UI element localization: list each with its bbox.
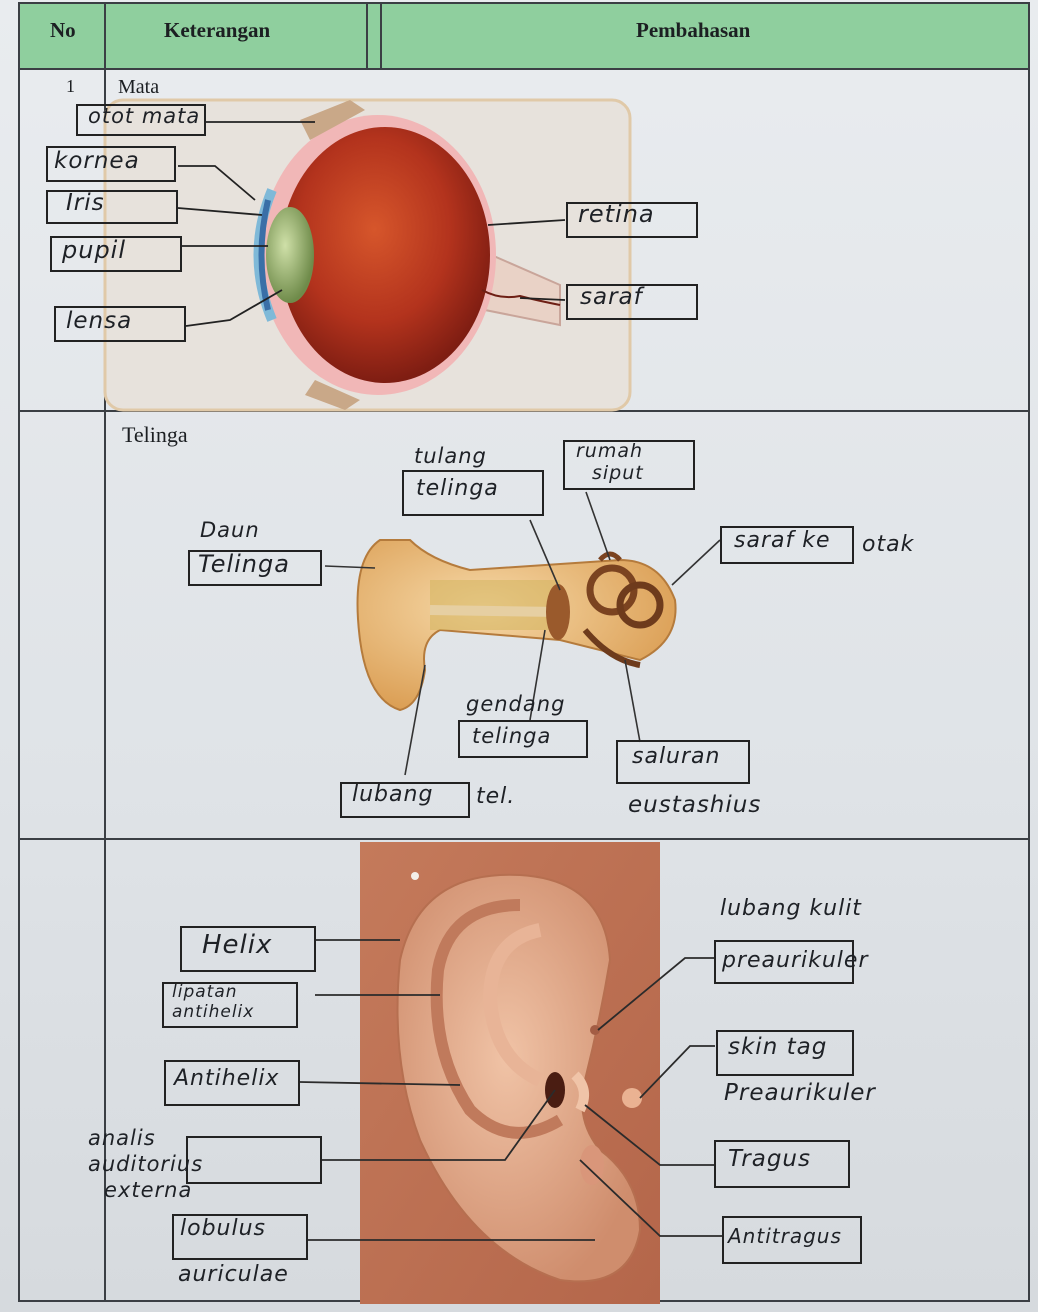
label-antihelix: Antihelix bbox=[174, 1066, 279, 1091]
label-saraf-ke: saraf ke bbox=[734, 528, 830, 553]
label-rumah: rumah bbox=[576, 440, 643, 462]
label-saluran: saluran bbox=[632, 744, 720, 769]
label-siput: siput bbox=[592, 462, 644, 484]
label-lobulus: lobulus bbox=[180, 1216, 266, 1241]
label-tragus: Tragus bbox=[728, 1146, 811, 1172]
label-auditorius: auditorius bbox=[88, 1152, 203, 1176]
label-preaurikuler: preaurikuler bbox=[722, 948, 869, 973]
label-pupil: pupil bbox=[62, 236, 126, 264]
label-daun: Daun bbox=[200, 518, 260, 542]
label-kanalis: analis bbox=[88, 1126, 156, 1150]
label-auriculae: auriculae bbox=[178, 1262, 289, 1287]
label-iris: Iris bbox=[66, 190, 105, 216]
label-saraf: saraf bbox=[580, 284, 643, 310]
label-eustashius: eustashius bbox=[628, 792, 761, 818]
label-lensa: lensa bbox=[66, 308, 132, 334]
label-lubang: lubang bbox=[352, 782, 433, 807]
label-otot-mata: otot mata bbox=[88, 104, 200, 128]
label-lipatan: lipatan bbox=[172, 982, 238, 1002]
label-daun-telinga: Telinga bbox=[198, 550, 290, 578]
label-lubang-tel: tel. bbox=[476, 784, 515, 809]
label-tulang-telinga: telinga bbox=[416, 476, 499, 501]
label-lipatan-antihelix: antihelix bbox=[172, 1002, 254, 1022]
label-tulang: tulang bbox=[414, 444, 487, 468]
label-skin-tag-preaurikuler: Preaurikuler bbox=[724, 1080, 876, 1106]
eye-lens bbox=[266, 207, 314, 303]
label-gendang-telinga: telinga bbox=[472, 724, 551, 748]
label-lubang-kulit: lubang kulit bbox=[720, 896, 862, 921]
label-otak: otak bbox=[862, 532, 914, 557]
label-retina: retina bbox=[578, 200, 655, 228]
label-antitragus: Antitragus bbox=[728, 1224, 842, 1248]
label-gendang: gendang bbox=[466, 692, 565, 716]
ear-cross-section bbox=[358, 540, 676, 710]
label-kornea: kornea bbox=[54, 148, 140, 174]
label-helix: Helix bbox=[202, 930, 272, 960]
label-externa: externa bbox=[104, 1178, 192, 1202]
label-box-kanalis bbox=[186, 1136, 322, 1184]
label-skin-tag: skin tag bbox=[728, 1034, 827, 1060]
